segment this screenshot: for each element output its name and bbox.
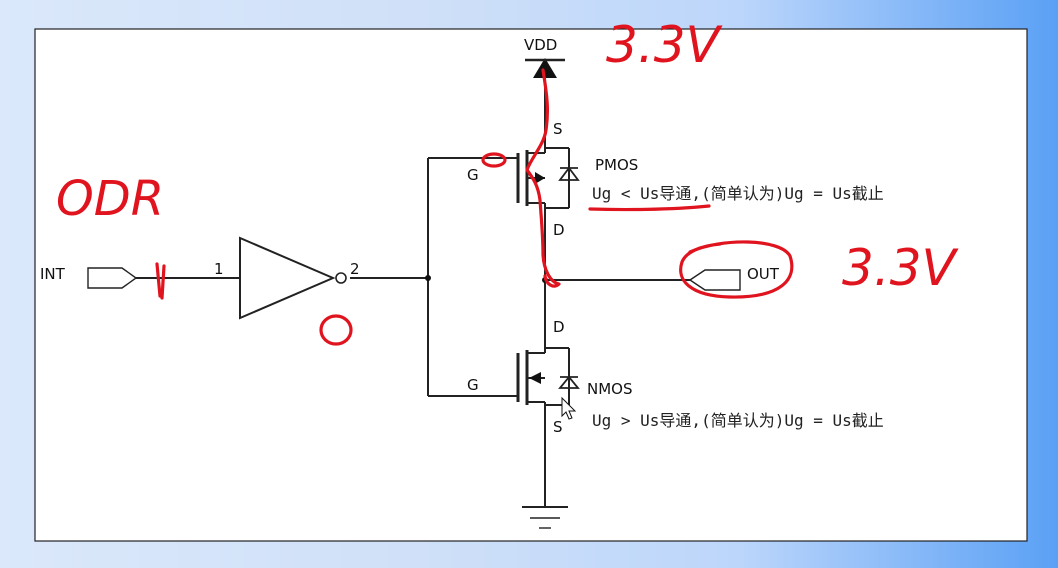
source-top-label: S bbox=[553, 120, 563, 138]
junction-dot-left bbox=[425, 275, 431, 281]
nmos-label: NMOS bbox=[587, 380, 633, 398]
pmos-label: PMOS bbox=[595, 156, 638, 174]
int-label: INT bbox=[40, 265, 66, 283]
pmos-rule-underline bbox=[588, 204, 711, 212]
source-bottom-label: S bbox=[553, 418, 563, 436]
vdd-label: VDD bbox=[524, 36, 557, 54]
inverter-triangle bbox=[239, 236, 336, 320]
pmos-gate-circle bbox=[481, 152, 507, 168]
nmos-diode-triangle bbox=[558, 375, 580, 389]
out-voltage-note: 3.3V bbox=[842, 239, 960, 297]
pin1-label: 1 bbox=[214, 260, 224, 278]
nmos-rule-note: Ug > Us导通,(简单认为)Ug = Us截止 bbox=[592, 411, 884, 430]
inverter-bubble bbox=[335, 272, 347, 284]
labels: VDD INT OUT 1 2 PMOS NMOS G G S D D S bbox=[40, 36, 780, 436]
input-tick-2 bbox=[160, 264, 166, 300]
pmos-body-arrow bbox=[535, 172, 545, 184]
pin2-label: 2 bbox=[350, 260, 360, 278]
nmos-body-arrow bbox=[529, 372, 541, 384]
gate-bottom-label: G bbox=[467, 376, 479, 394]
diode-symbols bbox=[558, 166, 580, 389]
out-circle bbox=[679, 240, 794, 299]
out-label: OUT bbox=[747, 265, 780, 283]
vdd-arrow bbox=[533, 58, 557, 78]
odr-note: ODR bbox=[56, 171, 164, 227]
gate-top-label: G bbox=[467, 166, 479, 184]
annotations bbox=[155, 68, 794, 346]
out-port-shape bbox=[688, 269, 741, 291]
int-port-shape bbox=[87, 267, 138, 289]
canvas-panel bbox=[34, 28, 1028, 542]
circuit-fills bbox=[425, 58, 557, 384]
input-tick-1 bbox=[155, 262, 162, 298]
notes: Ug < Us导通,(简单认为)Ug = Us截止 Ug > Us导通,(简单认… bbox=[592, 184, 884, 430]
drain-top-label: D bbox=[553, 221, 565, 239]
pmos-diode-triangle bbox=[558, 166, 580, 181]
vdd-voltage-note: 3.3V bbox=[606, 16, 724, 74]
mouse-cursor-icon bbox=[561, 396, 577, 420]
drain-bottom-label: D bbox=[553, 318, 565, 336]
handwritten-text: 3.3V ODR 3.3V bbox=[56, 16, 960, 297]
current-path-stroke bbox=[525, 68, 561, 288]
handwritten-zero-shape bbox=[319, 314, 353, 346]
pmos-rule-note: Ug < Us导通,(简单认为)Ug = Us截止 bbox=[592, 184, 884, 203]
